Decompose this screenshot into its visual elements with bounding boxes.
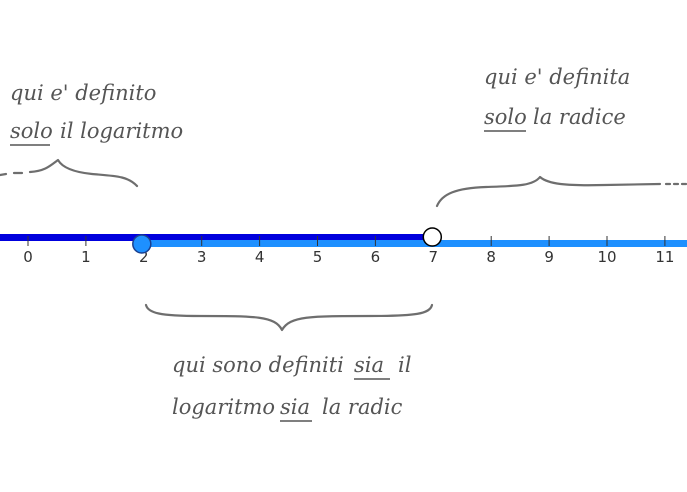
tick-label-1: 1 <box>81 248 91 266</box>
right-annotation-line2: la radice <box>533 105 626 129</box>
tick-label-7: 7 <box>429 248 439 266</box>
left-annotation: qui e' definito solo il logaritmo <box>0 81 183 188</box>
right-annotation: qui e' definita solo la radice <box>435 65 687 208</box>
number-line: 0 1 2 3 4 5 6 7 8 9 10 11 <box>0 227 687 266</box>
tick-labels: 0 1 2 3 4 5 6 7 8 9 10 11 <box>23 248 674 266</box>
bottom-annotation-line2-end: la radic <box>322 395 403 419</box>
right-curly-brace <box>435 175 687 208</box>
tick-label-2: 2 <box>139 248 149 266</box>
left-annotation-line2: il logaritmo <box>60 119 183 143</box>
tick-label-8: 8 <box>486 248 496 266</box>
tick-label-6: 6 <box>371 248 381 266</box>
tick-label-5: 5 <box>313 248 323 266</box>
filled-point[interactable] <box>132 234 152 254</box>
tick-label-3: 3 <box>197 248 207 266</box>
left-annotation-underlined-word: solo <box>10 119 53 143</box>
bottom-curly-brace <box>144 303 434 332</box>
tick-label-10: 10 <box>597 248 616 266</box>
bottom-annotation-line1-end: il <box>398 353 411 377</box>
tick-label-11: 11 <box>655 248 674 266</box>
bottom-annotation-line1: qui sono definiti <box>172 353 344 377</box>
bottom-annotation-line1-underlined: sia <box>354 353 384 377</box>
left-curly-brace <box>0 158 139 188</box>
bottom-annotation: qui sono definiti sia il logaritmo sia l… <box>144 303 434 422</box>
bottom-annotation-line2-underlined: sia <box>280 395 310 419</box>
tick-label-0: 0 <box>23 248 33 266</box>
root-domain-segment <box>144 240 687 247</box>
right-annotation-underlined-word: solo <box>484 105 527 129</box>
bottom-annotation-line2: logaritmo <box>172 395 275 419</box>
logarithm-domain-segment <box>0 234 433 241</box>
right-annotation-line1: qui e' definita <box>484 65 630 89</box>
tick-label-9: 9 <box>544 248 554 266</box>
tick-label-4: 4 <box>255 248 265 266</box>
left-annotation-line1: qui e' definito <box>10 81 156 105</box>
open-point[interactable] <box>422 227 443 247</box>
